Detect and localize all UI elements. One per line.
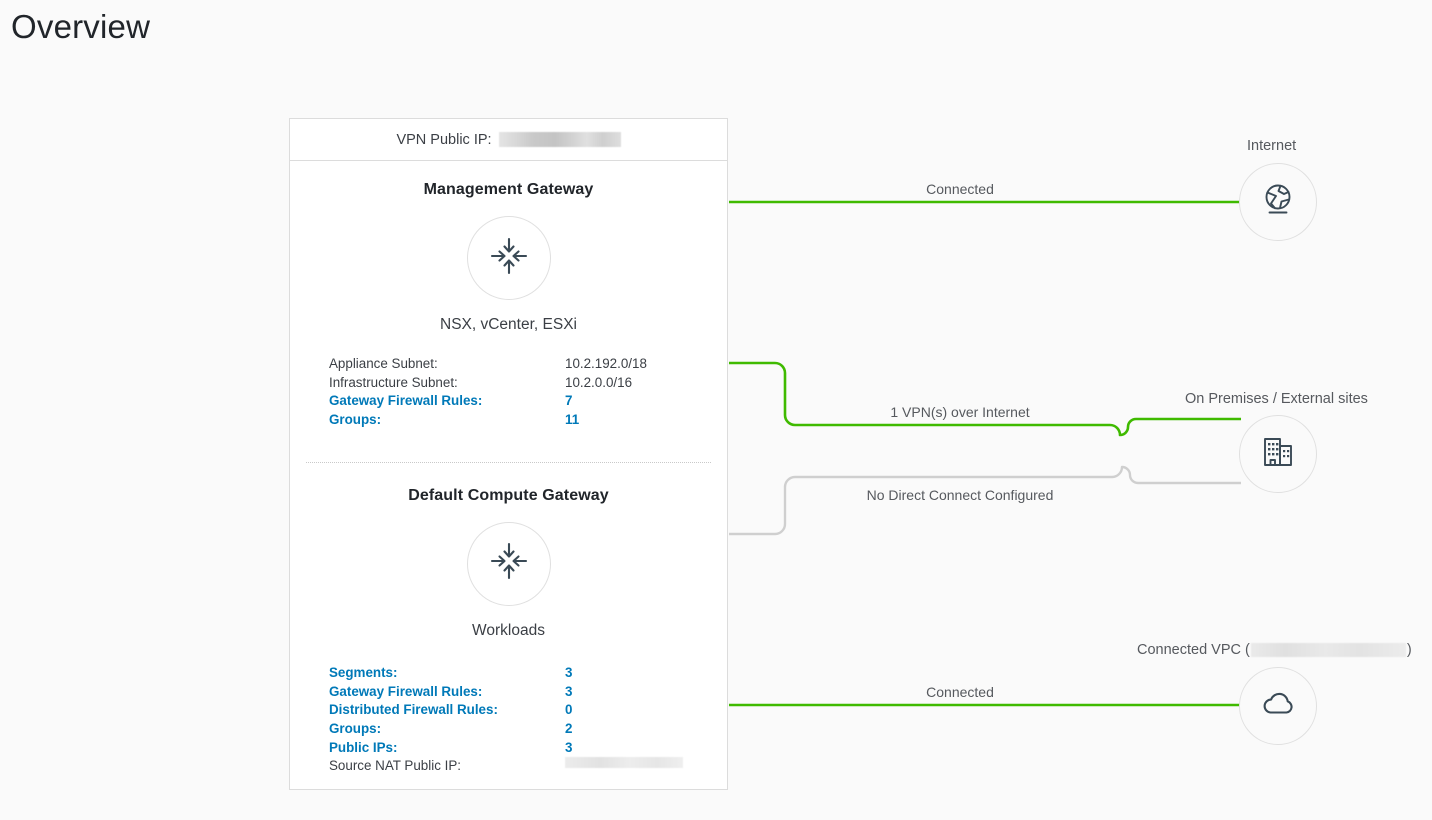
line-vpn-to-on-premises	[729, 361, 1241, 437]
detail-label[interactable]: Gateway Firewall Rules:	[329, 683, 483, 699]
detail-value[interactable]: 11	[565, 412, 580, 428]
detail-label[interactable]: Distributed Firewall Rules:	[329, 702, 498, 718]
page-title: Overview	[11, 8, 151, 45]
cloud-icon	[1257, 683, 1299, 730]
node-on-premises-label: On Premises / External sites	[1185, 391, 1368, 407]
default-compute-gateway-title: Default Compute Gateway	[408, 486, 609, 504]
detail-value[interactable]: 7	[565, 393, 573, 409]
detail-row: Infrastructure Subnet: 10.2.0.0/16	[329, 374, 727, 393]
gateway-arrows-icon	[487, 234, 531, 283]
management-gateway-title: Management Gateway	[423, 181, 594, 198]
connection-label-cgw-to-connected-vpc: Connected	[926, 684, 994, 700]
section-divider	[306, 461, 711, 463]
detail-label: Appliance Subnet:	[329, 356, 438, 371]
node-internet-label: Internet	[1247, 138, 1297, 154]
detail-row-source-nat-public-ip: Source NAT Public IP:	[329, 757, 727, 776]
detail-value[interactable]: 3	[565, 739, 573, 755]
detail-label[interactable]: Segments:	[329, 664, 398, 680]
gateway-arrows-icon	[487, 539, 531, 588]
default-compute-gateway-section: Default Compute Gateway Workloads	[290, 463, 727, 776]
node-connected-vpc-label: Connected VPC ()	[1137, 641, 1412, 659]
detail-label: Source NAT Public IP:	[329, 758, 461, 774]
node-connected-vpc-label-suffix: )	[1406, 642, 1412, 658]
detail-value: 10.2.192.0/18	[565, 356, 647, 371]
connection-label-mgw-to-internet: Connected	[926, 181, 994, 197]
detail-value[interactable]: 3	[565, 664, 573, 680]
detail-label[interactable]: Groups:	[329, 412, 382, 428]
management-gateway-details: Appliance Subnet: 10.2.192.0/18 Infrastr…	[329, 355, 727, 430]
node-connected-vpc-label-prefix: Connected VPC (	[1137, 642, 1250, 658]
detail-value[interactable]: 2	[565, 720, 573, 736]
detail-row-segments[interactable]: Segments: 3	[329, 664, 727, 683]
default-compute-gateway-icon-circle[interactable]	[466, 521, 551, 606]
detail-label[interactable]: Groups:	[329, 720, 382, 736]
detail-label[interactable]: Public IPs:	[329, 739, 398, 755]
line-no-direct-connect	[729, 465, 1241, 536]
detail-row-distributed-firewall-rules[interactable]: Distributed Firewall Rules: 0	[329, 701, 727, 720]
detail-label[interactable]: Gateway Firewall Rules:	[329, 393, 483, 409]
node-connected-vpc-value-redacted	[1250, 643, 1406, 658]
detail-value: 10.2.0.0/16	[565, 374, 633, 390]
node-on-premises-circle[interactable]	[1239, 415, 1317, 493]
detail-row-groups[interactable]: Groups: 2	[329, 720, 727, 739]
connection-label-vpn-to-on-premises: 1 VPN(s) over Internet	[890, 404, 1030, 420]
globe-network-icon	[1257, 179, 1299, 226]
source-nat-public-ip-value-redacted	[565, 757, 683, 769]
detail-value[interactable]: 3	[565, 683, 573, 699]
detail-row-groups[interactable]: Groups: 11	[329, 411, 727, 430]
management-gateway-section: Management Gateway NSX, vCenter, ESXi	[290, 161, 727, 430]
detail-row-gateway-firewall-rules[interactable]: Gateway Firewall Rules: 3	[329, 683, 727, 702]
management-gateway-icon-circle[interactable]	[466, 216, 551, 300]
node-internet-circle[interactable]	[1239, 163, 1317, 241]
node-connected-vpc-circle[interactable]	[1239, 667, 1317, 745]
vpn-public-ip-header: VPN Public IP:	[290, 119, 727, 161]
default-compute-gateway-subtitle: Workloads	[472, 621, 545, 639]
vpn-public-ip-value-redacted	[498, 132, 621, 147]
buildings-icon	[1258, 432, 1298, 477]
detail-label: Infrastructure Subnet:	[329, 374, 458, 390]
detail-row-public-ips[interactable]: Public IPs: 3	[329, 739, 727, 758]
detail-row-gateway-firewall-rules[interactable]: Gateway Firewall Rules: 7	[329, 392, 727, 411]
gateways-panel: VPN Public IP: Management Gateway	[289, 118, 728, 790]
detail-value[interactable]: 0	[565, 702, 573, 718]
default-compute-gateway-details: Segments: 3 Gateway Firewall Rules: 3 Di…	[329, 664, 727, 776]
connection-label-direct-connect: No Direct Connect Configured	[866, 487, 1054, 503]
management-gateway-subtitle: NSX, vCenter, ESXi	[440, 316, 577, 333]
detail-row: Appliance Subnet: 10.2.192.0/18	[329, 355, 727, 374]
vpn-public-ip-label: VPN Public IP:	[396, 131, 492, 148]
